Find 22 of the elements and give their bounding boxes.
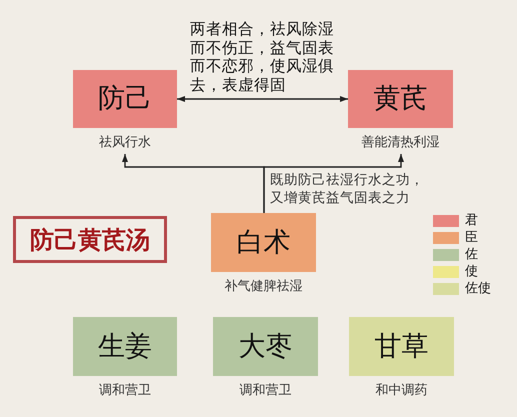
herb-effect: 和中调药 xyxy=(376,383,428,399)
legend-label: 使 xyxy=(465,264,478,279)
arrow xyxy=(263,154,404,213)
edge-label: 两者相合，祛风除湿而不伤正，益气固表而不恋邪，使风湿俱去，表虚得固 xyxy=(190,20,335,94)
herb-name: 白术 xyxy=(236,228,290,258)
herb-name: 大枣 xyxy=(238,332,292,362)
herb-name: 生姜 xyxy=(98,332,152,362)
herb-name: 甘草 xyxy=(374,332,428,362)
herb-name: 防己 xyxy=(98,84,152,114)
double-arrow xyxy=(177,96,348,102)
legend-label: 佐使 xyxy=(465,281,491,296)
legend-label: 佐 xyxy=(465,247,478,262)
herb-effect: 祛风行水 xyxy=(99,135,151,151)
herb-name: 黄芪 xyxy=(374,84,428,114)
formula-title: 防己黄芪汤 xyxy=(13,216,167,263)
herb-effect: 调和营卫 xyxy=(240,383,292,399)
herb-effect: 调和营卫 xyxy=(99,383,151,399)
herb-effect: 善能清热利湿 xyxy=(362,135,440,151)
legend-label: 君 xyxy=(465,213,478,228)
edge-label: 既助防己祛湿行水之功，又增黄芪益气固表之力 xyxy=(270,172,425,207)
legend-label: 臣 xyxy=(465,230,478,245)
herb-effect: 补气健脾祛湿 xyxy=(224,279,302,295)
